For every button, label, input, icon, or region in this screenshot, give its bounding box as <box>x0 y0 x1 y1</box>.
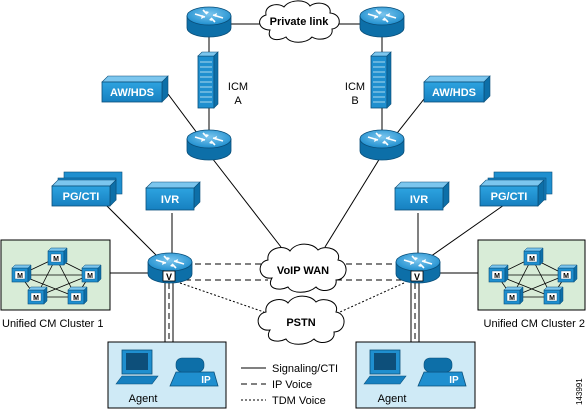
voice-gateway-left-badge: V <box>166 272 172 282</box>
link-icmb-wan <box>324 157 381 248</box>
voice-gateway-left: V <box>147 252 193 284</box>
agent-left: IP Agent <box>107 341 227 409</box>
cluster-2-label: Unified CM Cluster 2 <box>484 318 585 330</box>
voice-gateway-right-badge: V <box>414 272 420 282</box>
cluster-1: M M M M M Unified CM Cluster 1 <box>0 239 111 330</box>
icm-a-label-line2: A <box>234 95 242 107</box>
tdm-right-pstn <box>339 282 405 313</box>
svg-text:M: M <box>53 256 59 263</box>
cluster-1-node-right: M <box>81 264 102 283</box>
figure-id: 143991 <box>575 378 584 405</box>
link-pgcti-left <box>105 204 161 260</box>
agent-right-phone-badge: IP <box>449 375 459 386</box>
pg-cti-left-server: PG/CTI <box>51 171 123 207</box>
connections <box>105 23 505 342</box>
aw-hds-left-server: AW/HDS <box>101 75 169 103</box>
ivr-right-label: IVR <box>410 194 428 206</box>
voip-wan-label: VoIP WAN <box>277 265 329 277</box>
cluster-1-node-bottom-right: M <box>67 286 88 305</box>
cluster-1-node-bottom-left: M <box>27 286 48 305</box>
pg-cti-right-server: PG/CTI <box>479 171 553 207</box>
svg-text:M: M <box>549 295 555 302</box>
cluster-2-node-right: M <box>557 264 578 283</box>
aw-hds-left-label: AW/HDS <box>110 87 154 99</box>
voip-wan-cloud: VoIP WAN <box>259 243 347 293</box>
pg-cti-left-label: PG/CTI <box>63 191 100 203</box>
cluster-1-node-left: M <box>11 264 32 283</box>
svg-text:M: M <box>563 273 569 280</box>
cluster-2-node-bottom-right: M <box>543 286 564 305</box>
icm-b-server-icon <box>370 51 392 109</box>
cluster-1-node-top: M <box>47 247 68 266</box>
private-link-cloud: Private link <box>259 0 340 43</box>
ivr-right-server: IVR <box>394 181 450 211</box>
legend-ip-voice-label: IP Voice <box>272 379 312 391</box>
agent-right: IP Agent <box>355 341 476 409</box>
icm-a-server-icon <box>197 51 219 109</box>
pstn-cloud: PSTN <box>257 295 345 345</box>
link-awhds-a <box>167 93 201 138</box>
agent-left-pc-icon <box>115 349 159 385</box>
ivr-left-server: IVR <box>145 181 201 211</box>
icm-b-label-line2: B <box>351 95 358 107</box>
router-top-right-icon <box>359 6 405 38</box>
router-icm-a-icon <box>186 129 232 161</box>
legend-signaling-label: Signaling/CTI <box>272 363 338 375</box>
legend: Signaling/CTI IP Voice TDM Voice <box>241 363 338 407</box>
svg-text:M: M <box>494 273 500 280</box>
cluster-2-node-left: M <box>488 264 509 283</box>
svg-text:M: M <box>529 256 535 263</box>
voice-gateway-right: V <box>395 252 441 284</box>
agent-left-phone-badge: IP <box>201 375 211 386</box>
ivr-left-label: IVR <box>161 194 179 206</box>
agent-right-pc-icon <box>363 349 407 385</box>
aw-hds-right-label: AW/HDS <box>432 87 476 99</box>
agent-left-label: Agent <box>129 393 158 405</box>
svg-text:M: M <box>73 295 79 302</box>
icm-a-label-line1: ICM <box>228 81 248 93</box>
cluster-2-node-bottom-left: M <box>503 286 524 305</box>
link-icma-wan <box>211 157 282 248</box>
cluster-1-label: Unified CM Cluster 1 <box>2 318 103 330</box>
link-awhds-b <box>393 93 429 138</box>
agent-left-ip-phone-icon: IP <box>169 357 219 387</box>
private-link-label: Private link <box>270 16 330 28</box>
legend-tdm-voice-label: TDM Voice <box>272 395 326 407</box>
cluster-2: M M M M M Unified CM Cluster 2 <box>477 239 586 330</box>
pstn-label: PSTN <box>286 317 315 329</box>
link-pgcti-right <box>426 204 505 260</box>
svg-text:M: M <box>87 273 93 280</box>
svg-text:M: M <box>17 273 23 280</box>
pg-cti-right-label: PG/CTI <box>491 191 528 203</box>
agent-right-label: Agent <box>378 393 407 405</box>
router-top-left-icon <box>186 6 232 38</box>
svg-text:M: M <box>509 295 515 302</box>
tdm-left-pstn <box>179 282 265 313</box>
icm-b-label-line1: ICM <box>345 81 365 93</box>
cluster-2-node-top: M <box>523 247 544 266</box>
aw-hds-right-server: AW/HDS <box>423 75 491 103</box>
svg-text:M: M <box>33 295 39 302</box>
agent-right-ip-phone-icon: IP <box>417 357 467 387</box>
router-icm-b-icon <box>359 129 405 161</box>
